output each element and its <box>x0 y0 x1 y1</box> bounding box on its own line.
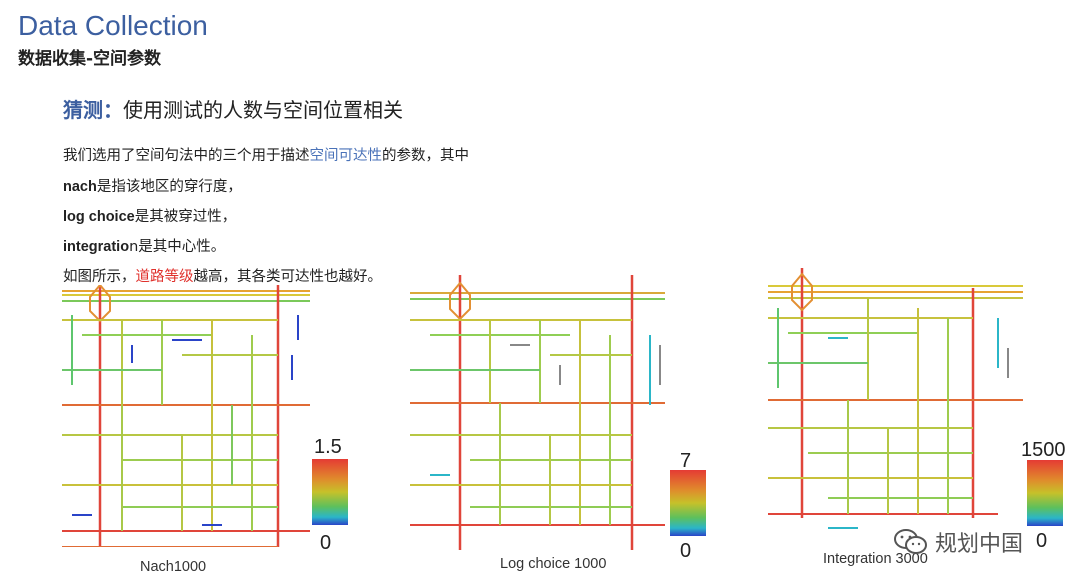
paragraph-line-2: nach是指该地区的穿行度， <box>63 175 242 196</box>
nach-legend-max: 1.5 <box>314 436 342 458</box>
log-choice-legend-min: 0 <box>680 540 692 562</box>
nach-legend-bar <box>312 459 348 525</box>
page-title: Data Collection <box>18 10 208 41</box>
integration-term: integratio <box>63 239 130 255</box>
wechat-icon <box>894 529 927 554</box>
watermark-text: 规划中国 <box>935 532 1024 557</box>
paragraph-line-1: 我们选用了空间句法中的三个用于描述空间可达性的参数，其中 <box>63 144 469 165</box>
integration-map <box>768 268 1023 529</box>
log-choice-caption: Log choice 1000 <box>500 556 607 572</box>
log-choice-legend-max: 7 <box>680 450 692 472</box>
road-grade-term: 道路等级 <box>135 269 194 285</box>
integration-legend-min: 0 <box>1036 530 1048 552</box>
line3-text: 是其被穿过性， <box>134 209 237 225</box>
nach-caption: Nach1000 <box>140 559 207 575</box>
line2-text: 是指该地区的穿行度， <box>96 179 242 195</box>
line1-text-a: 我们选用了空间句法中的三个用于描述 <box>63 148 310 164</box>
integration-caption: Integration 3000 <box>823 551 928 567</box>
log-choice-map <box>410 275 665 550</box>
nach-map <box>62 285 310 547</box>
integration-legend-max: 1500 <box>1021 439 1066 461</box>
accessibility-term: 空间可达性 <box>309 148 383 164</box>
hypothesis: 猜测：使用测试的人数与空间位置相关 <box>63 94 403 123</box>
paragraph-line-5: 如图所示，道路等级越高，其各类可达性也越好。 <box>63 265 382 286</box>
log-choice-legend-bar <box>670 470 706 536</box>
line5-text-a: 如图所示， <box>63 269 136 285</box>
nach-legend-min: 0 <box>320 532 332 554</box>
watermark: 规划中国 <box>893 526 1023 558</box>
hypothesis-text: 使用测试的人数与空间位置相关 <box>123 98 403 122</box>
integration-legend-bar <box>1027 460 1063 526</box>
hypothesis-label: 猜测： <box>63 98 123 122</box>
nach-term: nach <box>63 179 97 195</box>
page-subtitle: 数据收集-空间参数 <box>18 49 162 69</box>
line1-text-b: 的参数，其中 <box>382 148 469 164</box>
paragraph-line-4: integration是其中心性。 <box>63 235 225 256</box>
log-choice-term: log choice <box>63 209 135 225</box>
line5-text-b: 越高，其各类可达性也越好。 <box>193 269 383 285</box>
paragraph-line-3: log choice是其被穿过性， <box>63 205 236 226</box>
line4-text: n是其中心性。 <box>129 239 226 255</box>
